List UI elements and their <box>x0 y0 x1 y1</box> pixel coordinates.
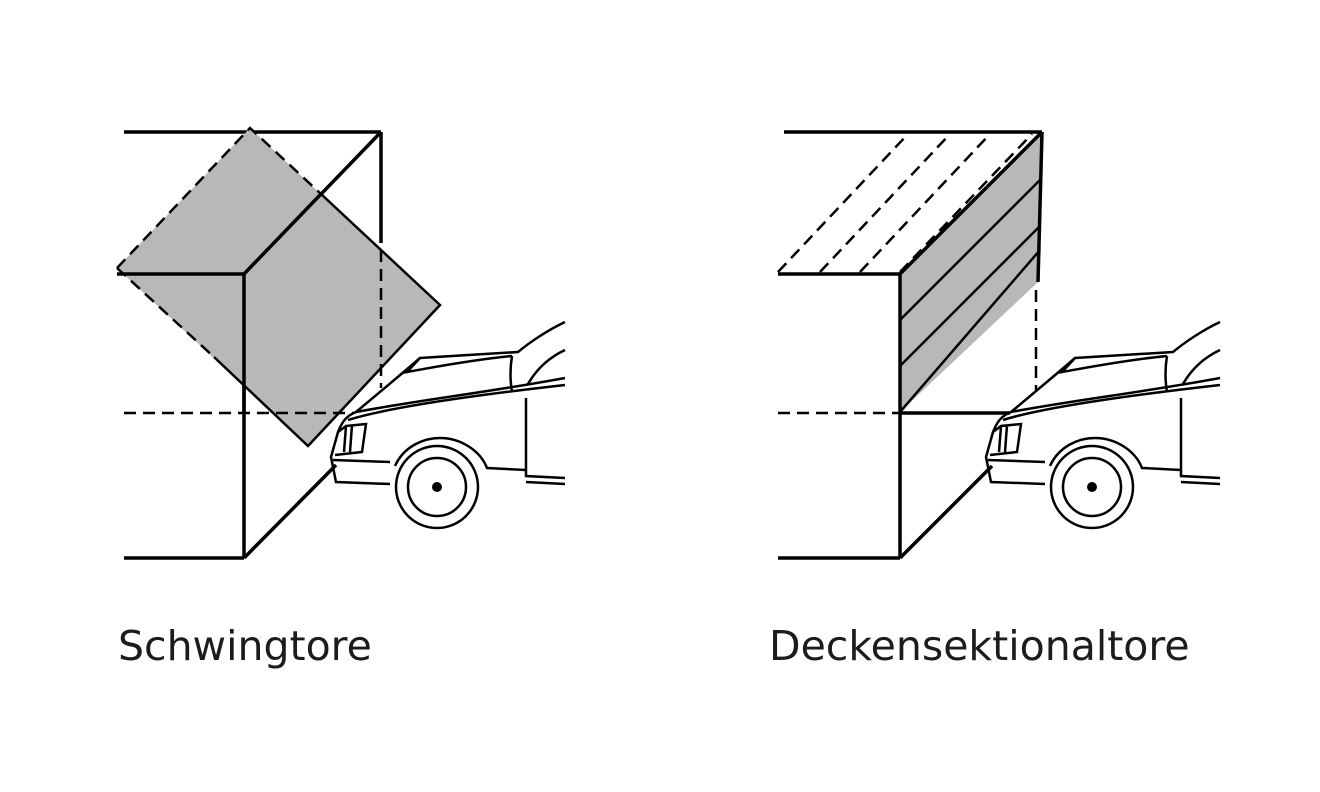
sektionaltor-illustration <box>777 130 1221 560</box>
caption-deckensektionaltore: Deckensektionaltore <box>769 622 1190 670</box>
diagram-deckensektionaltore: Deckensektionaltore <box>660 0 1320 792</box>
door-opening-lines <box>778 290 1038 415</box>
schwingtor-illustration <box>116 126 566 560</box>
door-panel <box>899 132 1042 413</box>
car-icon <box>329 320 566 530</box>
diagram-schwingtore: Schwingtore <box>116 126 566 670</box>
door-opening-lines <box>124 250 383 415</box>
garage-frame <box>778 130 1044 560</box>
caption-schwingtore: Schwingtore <box>118 622 372 670</box>
stored-door-sections <box>777 133 1033 273</box>
door-panel <box>116 126 442 448</box>
car-icon <box>984 320 1221 530</box>
